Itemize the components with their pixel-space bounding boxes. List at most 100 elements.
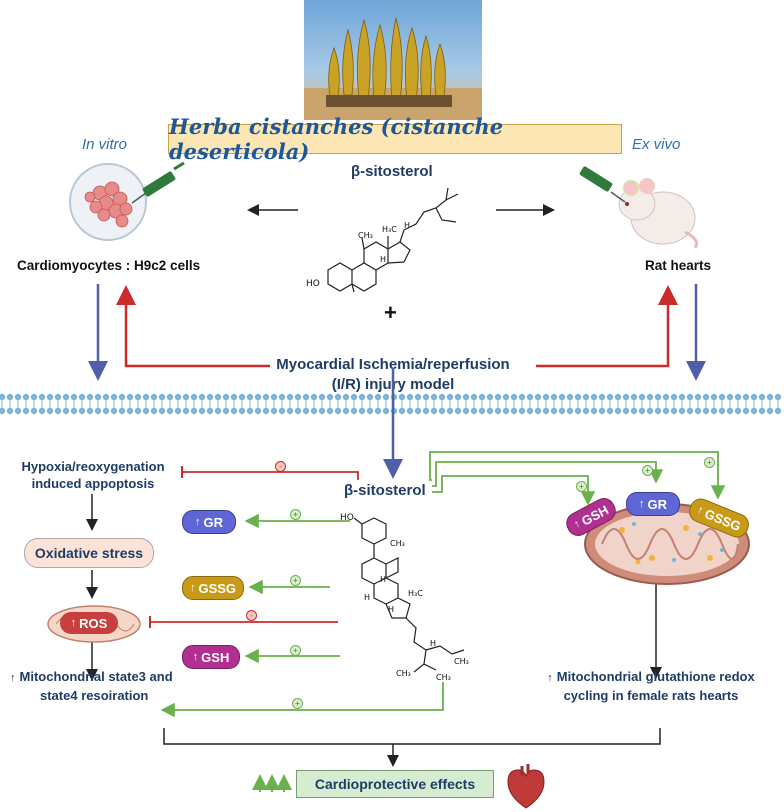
lipid-head (478, 407, 486, 415)
lipid-head (222, 393, 230, 401)
h3c-atom-mid: H₃C (408, 589, 423, 598)
syringe-right-icon (579, 166, 626, 203)
lipid-head (190, 393, 198, 401)
lipid-head (326, 393, 334, 401)
lipid-head (622, 407, 630, 415)
cell-dish-illustration (69, 161, 185, 241)
lipid-head (702, 393, 710, 401)
ho-atom-top: HO (306, 279, 320, 289)
lipid-head (366, 407, 374, 415)
beta-sitosterol-structure-mid: HO CH₃ H H H₃C H H CH₃ CH₃ CH₃ (340, 513, 469, 682)
lipid-head (590, 407, 598, 415)
gr-right-up-arrow: ↑ (639, 498, 645, 510)
lipid-head (638, 393, 646, 401)
lipid-head (94, 407, 102, 415)
plus-sign-mito: + (292, 698, 303, 709)
lipid-head (470, 407, 478, 415)
lipid-head (446, 393, 454, 401)
lipid-head (502, 393, 510, 401)
lipid-head (118, 407, 126, 415)
lipid-head (174, 407, 182, 415)
lipid-head (214, 393, 222, 401)
ch3-atom-top-1: CH₃ (358, 231, 373, 240)
lipid-head (22, 393, 30, 401)
lipid-head (558, 407, 566, 415)
lipid-head (374, 407, 382, 415)
lipid-head (62, 407, 70, 415)
ch3-atom-mid-3: CH₃ (436, 673, 451, 682)
lipid-head (718, 407, 726, 415)
lipid-head (558, 393, 566, 401)
lipid-head (742, 407, 750, 415)
lipid-head (222, 407, 230, 415)
mito-state-up-arrow: ↑ (10, 672, 16, 684)
plus-sign-gssg: + (290, 575, 301, 586)
cardioprotective-box: Cardioprotective effects (296, 770, 494, 798)
lipid-head (518, 393, 526, 401)
lipid-head (110, 393, 118, 401)
lipid-head (14, 407, 22, 415)
lipid-head (334, 407, 342, 415)
gr-left-label: GR (203, 514, 224, 530)
lipid-head (14, 393, 22, 401)
lipid-head (750, 393, 758, 401)
ch3-atom-mid-1: CH₃ (390, 539, 405, 548)
lipid-head (534, 393, 542, 401)
lipid-head (622, 393, 630, 401)
lipid-head (78, 407, 86, 415)
lipid-head (158, 407, 166, 415)
lipid-head (70, 407, 78, 415)
lipid-head (606, 393, 614, 401)
ros-pill: ↑ ROS (60, 612, 118, 634)
lipid-head (230, 393, 238, 401)
oxidative-stress-box: Oxidative stress (24, 538, 154, 568)
lipid-head (230, 407, 238, 415)
lipid-head (470, 393, 478, 401)
lipid-head (614, 393, 622, 401)
ch3-atom-mid-2: CH₃ (396, 669, 411, 678)
lipid-head (350, 407, 358, 415)
lipid-head (414, 407, 422, 415)
lipid-head (262, 407, 270, 415)
mito-state-line-2: state4 resoiration (40, 688, 149, 703)
lipid-head (350, 393, 358, 401)
lipid-head (566, 407, 574, 415)
lipid-head (134, 393, 142, 401)
lipid-head (734, 407, 742, 415)
lipid-head (46, 393, 54, 401)
lipid-head (6, 407, 14, 415)
lipid-head (646, 407, 654, 415)
lipid-head (310, 407, 318, 415)
compound-label-top: β-sitosterol (351, 163, 433, 180)
lipid-head (446, 407, 454, 415)
lipid-head (630, 393, 638, 401)
model-line-1: Myocardial Ischemia/reperfusion (276, 356, 510, 373)
lipid-head (134, 407, 142, 415)
h-atom-mid-2: H (364, 593, 370, 602)
hypoxia-line-2: induced appoptosis (31, 476, 155, 491)
lipid-head (30, 407, 38, 415)
gr-right-label: GR (647, 496, 668, 512)
lipid-head (462, 407, 470, 415)
lipid-head (166, 407, 174, 415)
lipid-head (654, 407, 662, 415)
gsh-cycle-label: ↑Mitochondrial glutathione redox cycling… (520, 668, 782, 704)
lipid-head (646, 393, 654, 401)
lipid-head (710, 393, 718, 401)
h-atom-mid-1: H (380, 575, 386, 584)
lipid-head (526, 393, 534, 401)
lipid-head (774, 393, 782, 401)
lipid-head (654, 393, 662, 401)
lipid-head (254, 407, 262, 415)
lipid-head (758, 393, 766, 401)
plus-sign-gr: + (290, 509, 301, 520)
lipid-head (246, 393, 254, 401)
gr-left-up-arrow: ↑ (195, 516, 201, 528)
lipid-head (62, 393, 70, 401)
lipid-head (590, 393, 598, 401)
hypoxia-line-1: Hypoxia/reoxygenation (21, 459, 165, 474)
lipid-head (678, 407, 686, 415)
lipid-head (742, 393, 750, 401)
lipid-head (198, 407, 206, 415)
lipid-head (542, 407, 550, 415)
